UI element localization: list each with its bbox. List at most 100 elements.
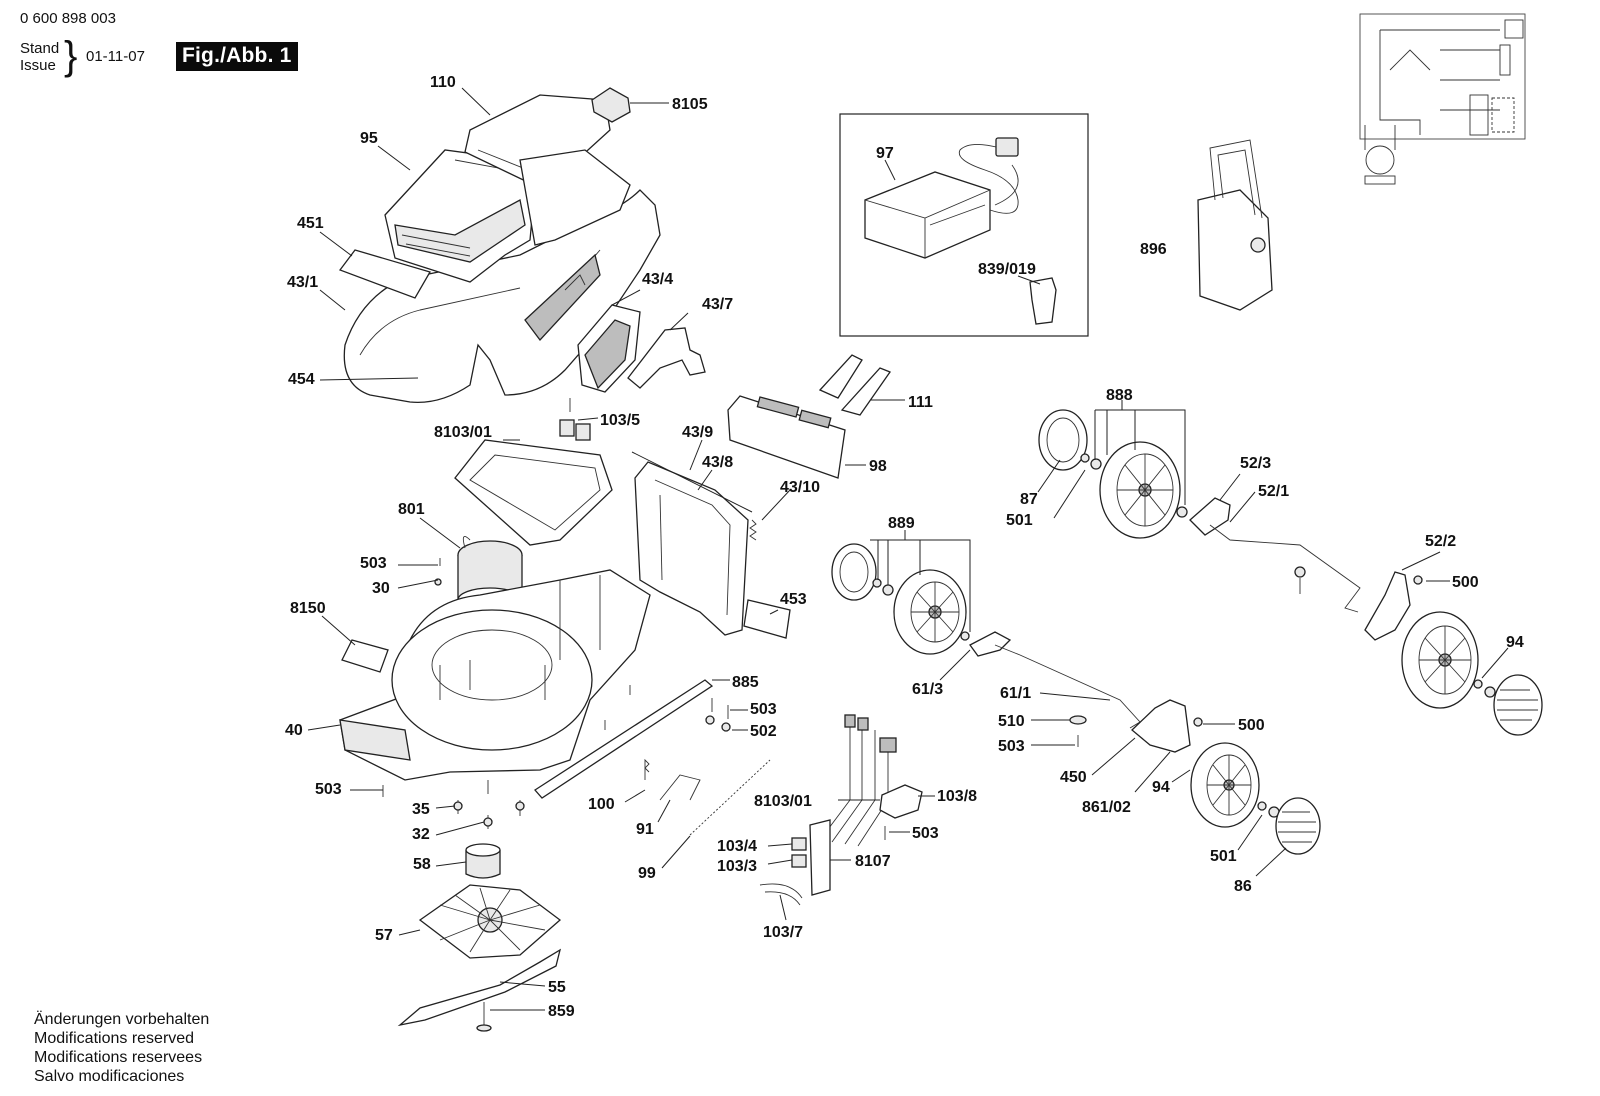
label-503-e: 503	[998, 738, 1025, 755]
label-57: 57	[375, 927, 393, 944]
label-501-b: 501	[1210, 848, 1237, 865]
label-501-a: 501	[1006, 512, 1033, 529]
part-61-3-bracket	[969, 631, 1012, 657]
label-453: 453	[780, 591, 807, 608]
label-103-7: 103/7	[763, 924, 803, 941]
part-111-clips	[818, 354, 892, 416]
label-103-3: 103/3	[717, 858, 757, 875]
part-86-hubcap	[1275, 797, 1321, 855]
label-86: 86	[1234, 878, 1252, 895]
label-8105: 8105	[672, 96, 708, 113]
label-500-a: 500	[1452, 574, 1479, 591]
label-95: 95	[360, 130, 378, 147]
part-8150-label	[341, 639, 389, 673]
label-885: 885	[732, 674, 759, 691]
deck-drawing	[339, 354, 892, 1032]
part-labels: 110 8105 95 451 43/1 454 43/4 43/7 97 83…	[285, 74, 1524, 1020]
label-61-1: 61/1	[1000, 685, 1031, 702]
label-889: 889	[888, 515, 915, 532]
label-103-5: 103/5	[600, 412, 640, 429]
part-450-bracket	[1131, 699, 1191, 753]
label-100: 100	[588, 796, 615, 813]
circuit-schematic	[1359, 13, 1526, 185]
part-8107-plate	[809, 819, 831, 896]
label-98: 98	[869, 458, 887, 475]
note-es: Salvo modificaciones	[34, 1068, 185, 1085]
part-885-rail	[534, 679, 714, 799]
part-103-5-connector	[559, 419, 575, 437]
note-fr: Modifications reservees	[34, 1049, 203, 1066]
leader-lines	[307, 87, 1509, 1011]
part-55-blade	[397, 948, 562, 1027]
label-451: 451	[297, 215, 324, 232]
label-43-1: 43/1	[287, 274, 318, 291]
label-61-3: 61/3	[912, 681, 943, 698]
wheels-drawing	[831, 409, 1543, 855]
label-503-b: 503	[750, 701, 777, 718]
note-en: Modifications reserved	[34, 1030, 195, 1047]
part-453-label	[743, 599, 791, 639]
label-103-4: 103/4	[717, 838, 757, 855]
part-103-8-switch	[879, 784, 923, 819]
label-450: 450	[1060, 769, 1087, 786]
label-91: 91	[636, 821, 654, 838]
part-43-9-rod	[631, 451, 753, 513]
label-103-8: 103/8	[937, 788, 977, 805]
part-451-label	[338, 249, 431, 299]
label-859: 859	[548, 1003, 575, 1020]
label-52-3: 52/3	[1240, 455, 1271, 472]
label-55: 55	[548, 979, 566, 996]
label-503-a: 503	[360, 555, 387, 572]
stand-label: Stand	[20, 40, 60, 57]
part-100-spring	[644, 758, 650, 780]
label-110: 110	[430, 74, 456, 91]
part-43-7-lever	[627, 327, 706, 389]
charger-drawing	[864, 137, 1057, 325]
part-52-3-bracket	[1189, 497, 1231, 536]
label-111: 111	[908, 394, 933, 411]
part-97-charger	[864, 171, 991, 259]
part-8103-01-tray	[454, 439, 613, 546]
label-35: 35	[412, 801, 430, 818]
part-8105-clip	[591, 87, 631, 123]
label-8103-01: 8103/01	[434, 424, 492, 441]
part-52-2-bracket	[1364, 571, 1411, 641]
label-503-d: 503	[912, 825, 939, 842]
label-43-10: 43/10	[780, 479, 820, 496]
label-32: 32	[412, 826, 430, 843]
part-91-bracket	[659, 774, 701, 801]
document-number: 0 600 898 003	[20, 10, 116, 27]
note-de: Änderungen vorbehalten	[34, 1011, 210, 1028]
label-94-b: 94	[1152, 779, 1170, 796]
label-888: 888	[1106, 387, 1133, 404]
part-94-hubcap	[1493, 674, 1543, 736]
part-839-019-adapter	[1029, 277, 1057, 325]
brace-glyph: }	[64, 34, 78, 78]
label-801: 801	[398, 501, 425, 518]
label-43-8: 43/8	[702, 454, 733, 471]
part-98-panel	[727, 395, 846, 479]
label-43-7: 43/7	[702, 296, 733, 313]
label-43-4: 43/4	[642, 271, 673, 288]
modification-notes: Änderungen vorbehalten Modifications res…	[34, 1010, 209, 1086]
label-94-a: 94	[1506, 634, 1524, 651]
figure-label: Fig./Abb. 1	[176, 42, 298, 71]
label-500-b: 500	[1238, 717, 1265, 734]
issue-date: 01-11-07	[86, 48, 145, 65]
label-87: 87	[1020, 491, 1038, 508]
label-896: 896	[1140, 241, 1167, 258]
label-502: 502	[750, 723, 777, 740]
label-52-2: 52/2	[1425, 533, 1456, 550]
battery-drawing	[1197, 139, 1273, 311]
label-58: 58	[413, 856, 431, 873]
part-58-spacer	[465, 850, 501, 879]
part-896-battery	[1197, 189, 1273, 311]
label-97: 97	[876, 145, 894, 162]
issue-label: Issue	[20, 57, 56, 74]
label-52-1: 52/1	[1258, 483, 1289, 500]
label-861-02: 861/02	[1082, 799, 1131, 816]
label-30: 30	[372, 580, 390, 597]
label-8150: 8150	[290, 600, 326, 617]
hood-assembly-drawing	[338, 87, 706, 404]
